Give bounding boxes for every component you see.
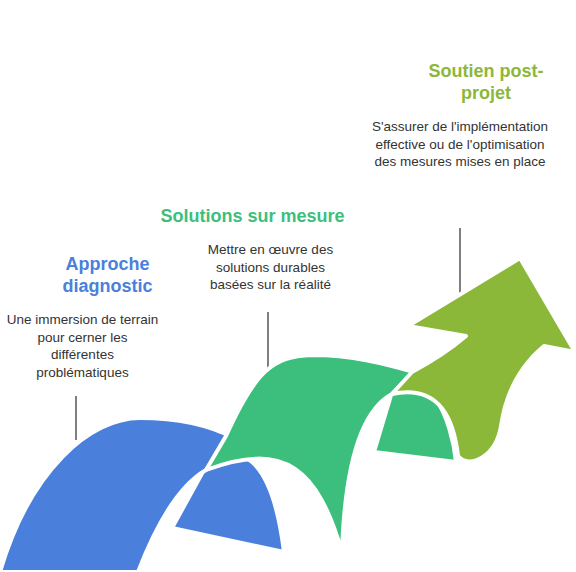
stage-description: S'assurer de l'implémentation effective … [370, 118, 550, 171]
stage-description: Une immersion de terrain pour cerner les… [5, 311, 160, 381]
stage-block: Solutions sur mesureMettre en œuvre des … [145, 205, 360, 296]
leader-line [267, 312, 269, 372]
stage-heading: Soutien post-projet [422, 60, 550, 104]
ribbon-stage [0, 418, 234, 572]
leader-line [75, 396, 77, 440]
stage-block: Approche diagnosticUne immersion de terr… [5, 253, 160, 383]
stage-heading: Approche diagnostic [55, 253, 160, 297]
leader-line [459, 228, 461, 300]
stage-heading: Solutions sur mesure [145, 205, 360, 227]
ribbon-stage [206, 355, 414, 552]
stage-block: Soutien post-projetS'assurer de l'implém… [370, 60, 550, 173]
arrow-stage [392, 258, 575, 461]
stage-description: Mettre en œuvre des solutions durables b… [193, 241, 348, 294]
